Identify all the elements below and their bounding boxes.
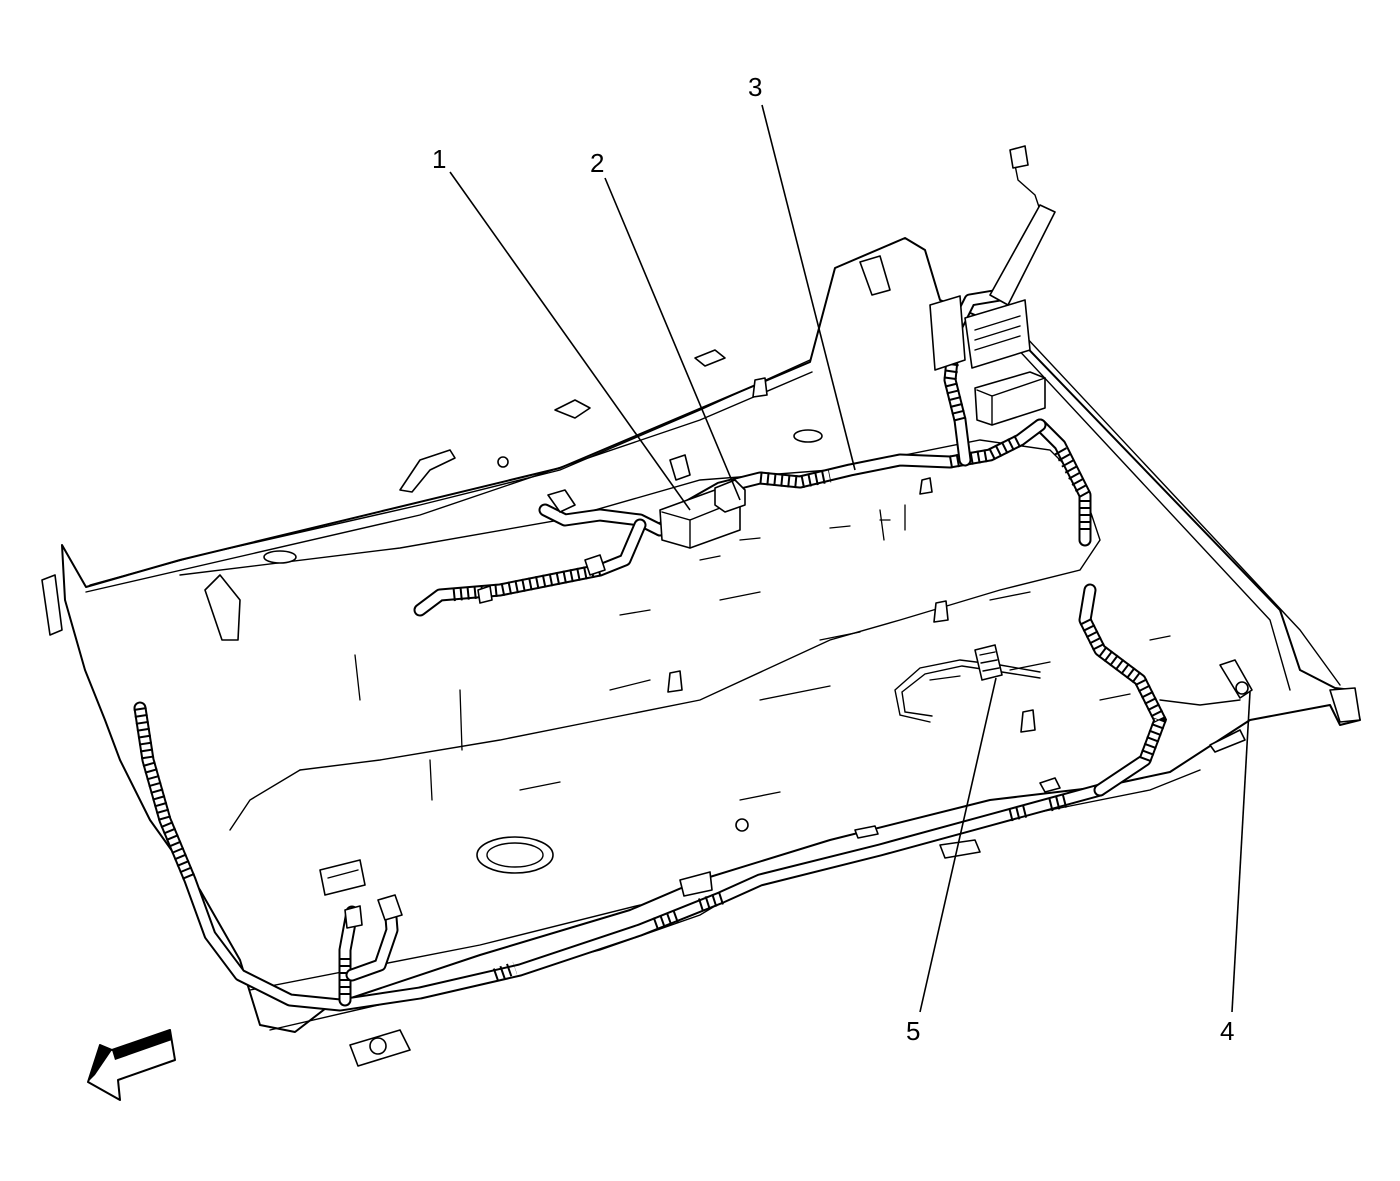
leader-line-4 [1231,691,1251,1013]
components [319,145,1253,1067]
leader-line-2 [604,177,741,501]
leader-lines [449,104,1251,1013]
callouts: 1 2 3 4 5 [432,72,1234,1046]
leader-line-3 [761,104,856,471]
callout-2: 2 [590,148,604,178]
front-direction-arrow-icon [87,1029,176,1101]
floor-panel [41,237,1361,1033]
callout-4: 4 [1220,1016,1234,1046]
leader-line-1 [449,171,691,511]
callout-5: 5 [906,1016,920,1046]
callout-3: 3 [748,72,762,102]
callout-1: 1 [432,144,446,174]
leader-line-5 [919,677,997,1013]
